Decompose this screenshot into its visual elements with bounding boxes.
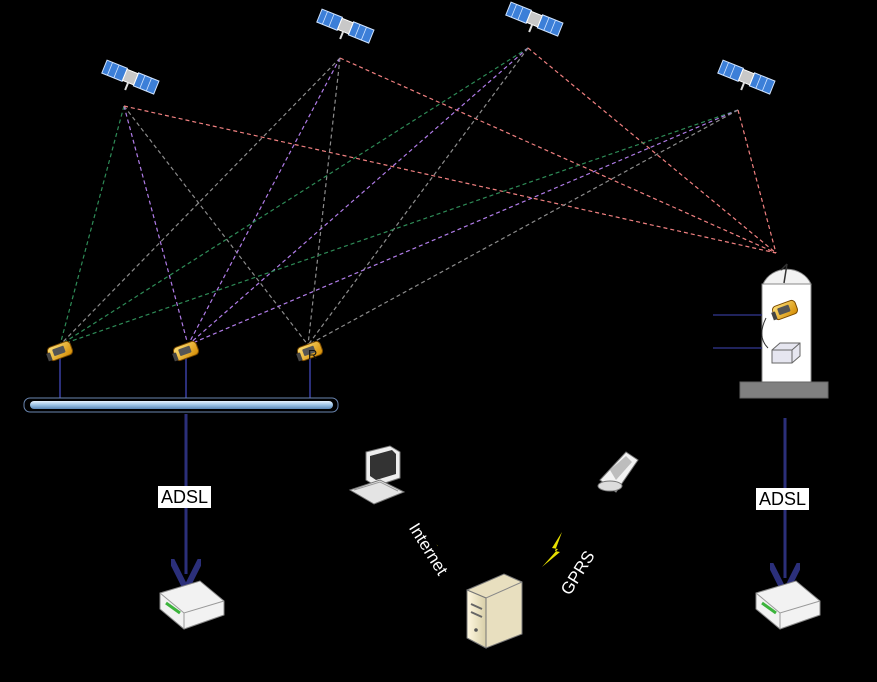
gnss-receiver-icon [43, 339, 75, 363]
reference-station-dome-icon [713, 263, 829, 399]
reference-receiver-mark: R [308, 347, 317, 362]
satellite-icon [98, 59, 160, 102]
receiver-stems [59, 356, 311, 398]
adsl-modem-icon [754, 579, 822, 631]
satellite-icon [714, 59, 776, 102]
satellite-icon [502, 1, 564, 44]
gnss-receiver-icon [169, 339, 201, 363]
adsl-modem-icon [158, 579, 226, 631]
adsl-label-right: ADSL [756, 488, 810, 510]
server-tower-icon [466, 573, 523, 649]
mobile-phone-icon [597, 451, 639, 493]
satellite-links [59, 47, 777, 346]
satellite-icon [313, 8, 375, 51]
desktop-computer-icon [348, 445, 406, 505]
lightning-bolt-icon [542, 532, 562, 567]
adsl-label-left: ADSL [158, 486, 212, 508]
